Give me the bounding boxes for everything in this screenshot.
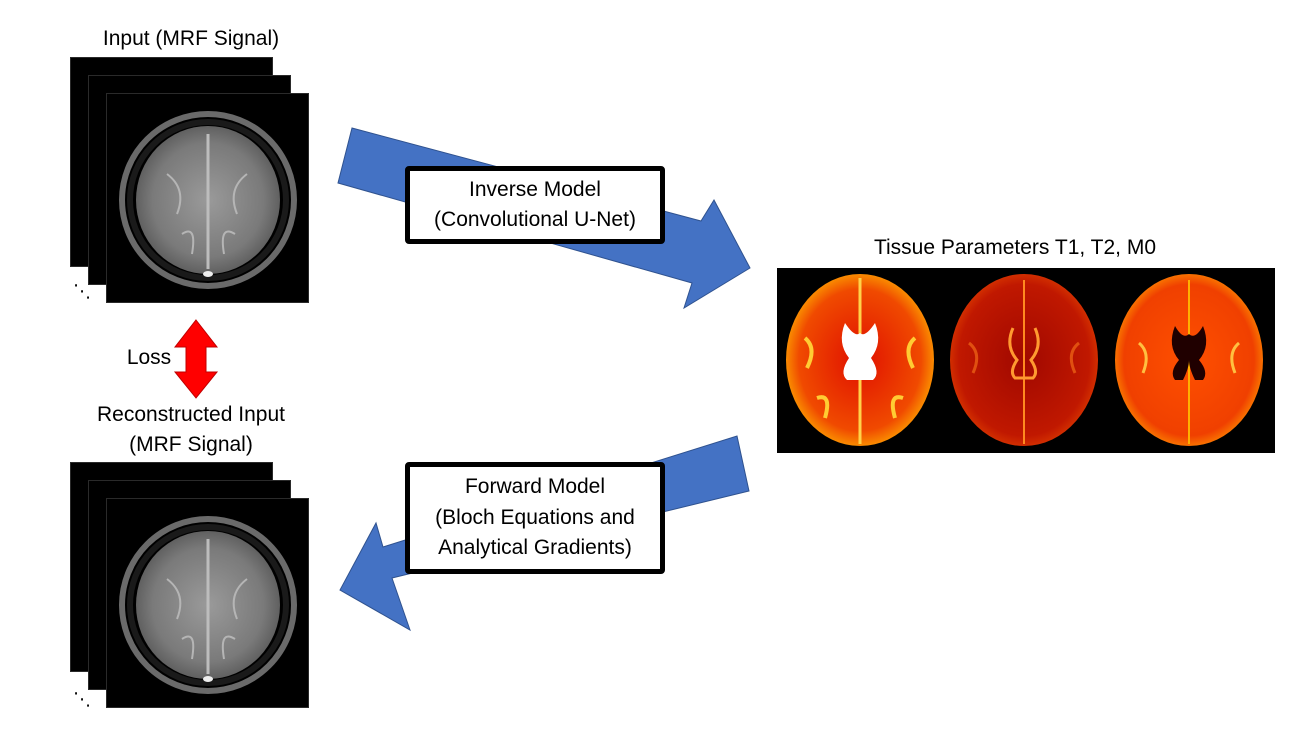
input-ellipsis: ⋱: [73, 281, 91, 301]
m0-map: [1115, 274, 1263, 446]
input-label: Input (MRF Signal): [102, 27, 280, 50]
loss-label: Loss: [126, 346, 172, 369]
forward-model-box: Forward Model (Bloch Equations and Analy…: [405, 462, 665, 574]
loss-double-arrow: [173, 319, 219, 399]
forward-model-line2: (Bloch Equations and: [435, 505, 635, 529]
reconstructed-input-label: Reconstructed Input (MRF Signal): [60, 400, 322, 461]
brain-mri-image: [119, 111, 297, 289]
reconstructed-label-line1: Reconstructed Input: [97, 403, 285, 426]
tissue-parameter-maps: [777, 268, 1275, 453]
reconstructed-label-line2: (MRF Signal): [129, 433, 253, 457]
t1-map: [786, 274, 934, 446]
inverse-model-subtitle: (Convolutional U-Net): [434, 208, 636, 231]
input-signal-stack: [70, 57, 310, 307]
reconstructed-ellipsis: ⋱: [73, 689, 91, 709]
inverse-model-title: Inverse Model: [469, 177, 601, 201]
brain-mri-image: [119, 516, 297, 694]
recon-frame-3: [106, 498, 309, 708]
t2-map: [950, 274, 1098, 446]
reconstructed-signal-stack: [70, 462, 310, 712]
forward-model-title: Forward Model: [464, 475, 606, 499]
tissue-maps-image: [786, 274, 1263, 446]
inverse-model-box: Inverse Model (Convolutional U-Net): [405, 166, 665, 244]
forward-model-line3: Analytical Gradients): [438, 536, 632, 560]
input-frame-3: [106, 93, 309, 303]
tissue-parameters-label: Tissue Parameters T1, T2, M0: [873, 236, 1157, 259]
